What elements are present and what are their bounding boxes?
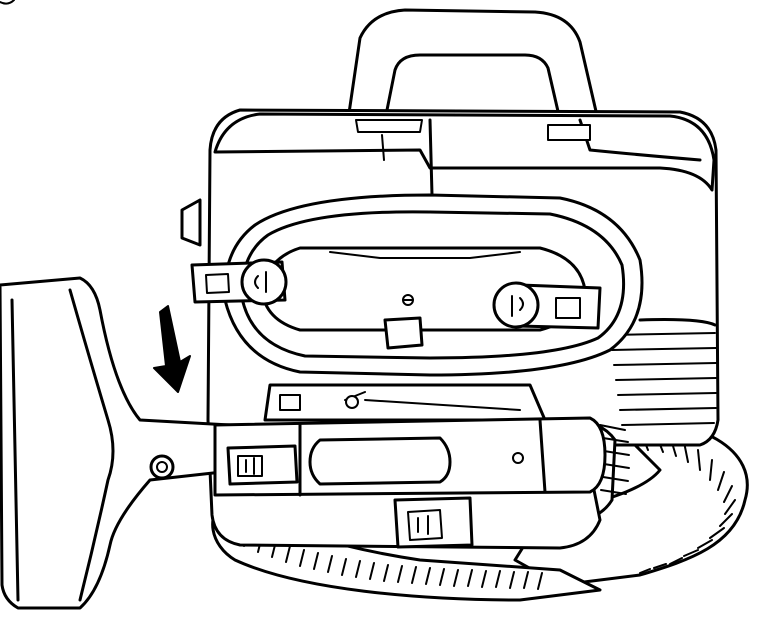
- edge-mark: [0, 0, 15, 5]
- arrow-down-icon: [153, 305, 191, 393]
- tool-dock: [263, 316, 547, 422]
- front-panel: [190, 193, 644, 377]
- left-clip: [190, 258, 288, 306]
- upholstery-tool: [0, 276, 607, 610]
- lock-icon: [407, 509, 443, 541]
- carry-handle: [346, 8, 600, 122]
- right-clip: [492, 281, 602, 330]
- release-latch-icon: [355, 119, 423, 133]
